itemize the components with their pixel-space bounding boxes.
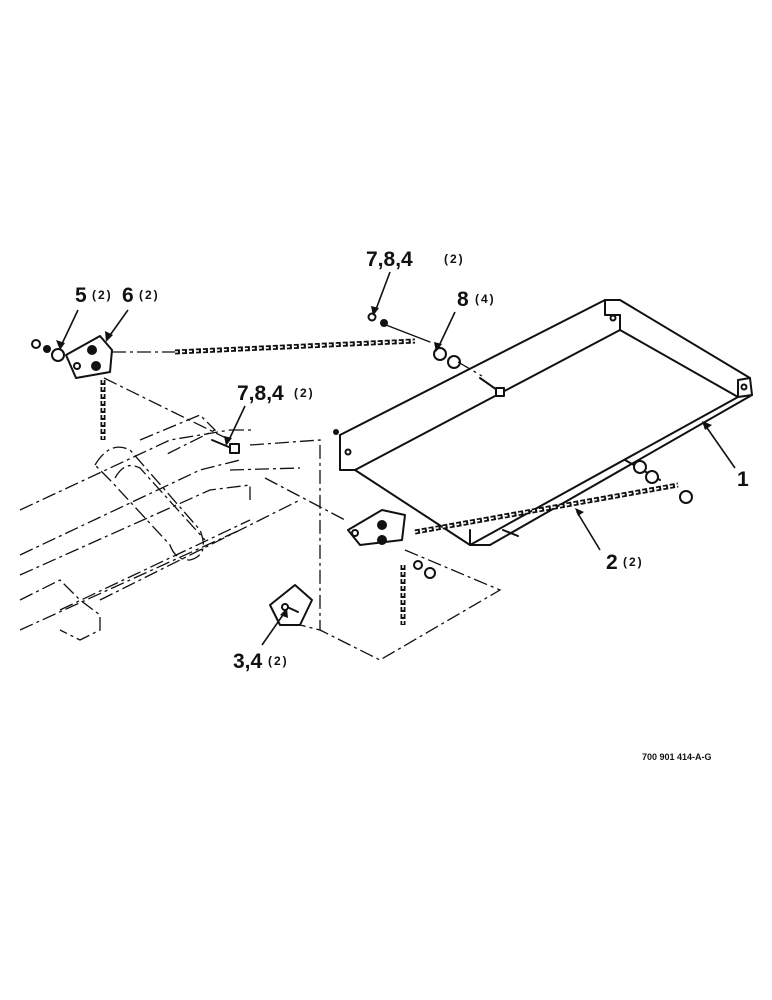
lower-chain (414, 482, 679, 535)
callout-6: 6 (2) (122, 284, 160, 307)
callout-3-qty: (2) (268, 654, 289, 668)
callout-7b: 7,8,4 (2) (237, 382, 315, 405)
drawing-number: 700 901 414-A-G (642, 752, 712, 762)
callout-6-qty: (2) (139, 288, 160, 302)
shield-platform (339, 299, 753, 546)
callout-7b-qty: (2) (294, 386, 315, 400)
left-bracket (65, 335, 113, 379)
callout-5-qty: (2) (92, 288, 113, 302)
callout-7a-qty: (2) (444, 252, 465, 266)
frame-assembly (19, 414, 321, 641)
callout-7b-number: 7,8,4 (237, 382, 284, 405)
frame-fastener (269, 584, 313, 626)
callout-1-number: 1 (737, 468, 749, 491)
upper-chain (112, 338, 416, 355)
callout-8-number: 8 (457, 288, 469, 311)
left-hanging-chain (100, 377, 231, 441)
callout-7a-number: 7,8,4 (366, 248, 413, 271)
callout-5: 5 (2) (75, 284, 113, 307)
callout-1: 1 (737, 468, 749, 491)
callout-7a: 7,8,4 (2) (366, 248, 465, 271)
leader-arrows (56, 271, 736, 646)
left-nut-washer (31, 339, 65, 362)
right-washers (633, 460, 693, 504)
lower-link-lines (264, 477, 502, 661)
lower-bracket (347, 509, 436, 625)
callout-2-number: 2 (606, 551, 618, 574)
callout-5-number: 5 (75, 284, 87, 307)
callout-2: 2 (2) (606, 551, 644, 574)
callout-6-number: 6 (122, 284, 134, 307)
frame-bolt (211, 439, 240, 454)
upper-fasteners (367, 312, 483, 377)
callout-2-qty: (2) (623, 555, 644, 569)
callout-3-number: 3,4 (233, 650, 263, 673)
callout-8: 8 (4) (457, 288, 496, 311)
callout-3: 3,4 (2) (233, 650, 289, 673)
callout-8-qty: (4) (475, 292, 496, 306)
